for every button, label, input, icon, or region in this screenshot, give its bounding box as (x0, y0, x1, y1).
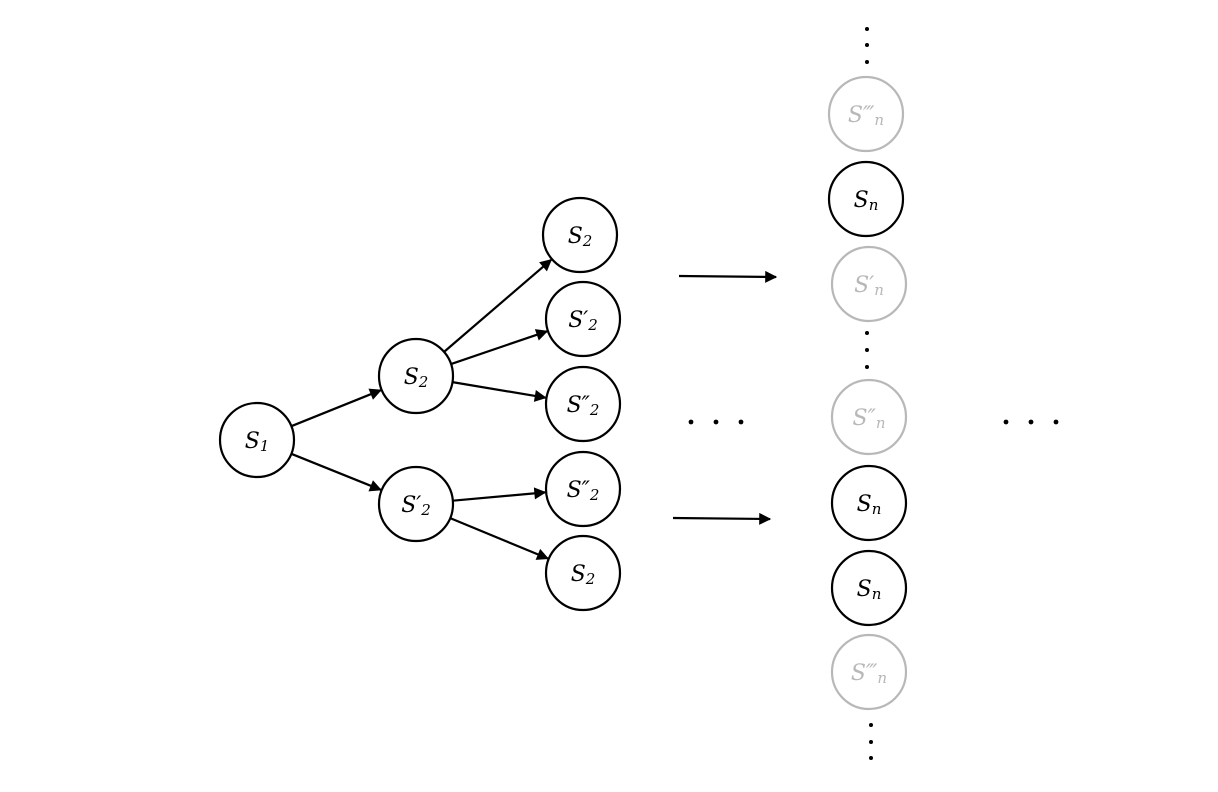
state-node-level1-0: S2 (377, 337, 455, 415)
node-label-base: S (857, 492, 872, 517)
state-node-level2-3: S″2 (544, 450, 622, 528)
node-label: Sn (857, 577, 882, 603)
node-label-subscript: n (874, 111, 884, 129)
node-circle (544, 534, 622, 612)
state-node-level2-2: S″2 (544, 365, 622, 443)
node-circle (377, 337, 455, 415)
state-node-leveln_top-2: S′n (830, 245, 908, 323)
node-label-base: S (245, 429, 260, 454)
state-node-leveln_top-1: Sn (827, 160, 905, 238)
edges (290, 258, 553, 560)
edge-arrow (449, 517, 549, 560)
node-circle (544, 450, 622, 528)
node-label-base: S′ (854, 273, 874, 298)
node-label-base: S (854, 188, 869, 213)
node-label: S′2 (401, 493, 431, 519)
node-label: S′2 (568, 308, 598, 334)
node-label: S2 (568, 224, 593, 250)
node-label: Sn (857, 492, 882, 518)
node-label: S″2 (567, 393, 600, 419)
node-label: S″2 (567, 478, 600, 504)
node-label-base: S‴ (848, 103, 875, 128)
ellipsis-vertical-mid (865, 331, 869, 369)
node-label-base: S′ (568, 308, 588, 333)
state-node-leveln_bottom-0: S″n (830, 378, 908, 456)
state-node-level2-1: S′2 (544, 280, 622, 358)
node-label-base: S (857, 577, 872, 602)
node-label-subscript: n (876, 414, 886, 432)
edge-arrow (290, 388, 382, 428)
state-node-level2-0: S2 (541, 196, 619, 274)
node-label-subscript: 2 (587, 316, 598, 334)
node-label: S2 (571, 562, 596, 588)
ellipsis-horizontal-right (1003, 419, 1059, 425)
node-circle (544, 365, 622, 443)
node-circle (830, 245, 908, 323)
edge-arrow (452, 381, 547, 402)
transition-arrow-top (678, 270, 778, 283)
node-label-subscript: 2 (585, 570, 596, 588)
node-label: S‴n (851, 661, 887, 687)
node-label-subscript: n (872, 585, 882, 603)
node-label: Sn (854, 188, 879, 214)
state-node-leveln_top-0: S‴n (827, 75, 905, 153)
state-node-leveln_bottom-2: Sn (830, 549, 908, 627)
node-label-base: S (568, 224, 583, 249)
node-circle (541, 196, 619, 274)
ellipsis-vertical-bottom (869, 723, 873, 760)
node-label-subscript: 2 (582, 232, 593, 250)
node-label-subscript: 1 (260, 437, 270, 455)
transition-arrow-bottom (672, 512, 772, 525)
node-label-subscript: 2 (420, 501, 431, 519)
node-label-base: S″ (853, 406, 877, 431)
node-circle (830, 549, 908, 627)
node-label-base: S (404, 365, 419, 390)
node-label-base: S″ (567, 478, 591, 503)
state-node-leveln_bottom-3: S‴n (830, 633, 908, 711)
node-label-base: S‴ (851, 661, 878, 686)
node-label-subscript: n (877, 669, 887, 687)
node-circle (377, 465, 455, 543)
state-node-level2-4: S2 (544, 534, 622, 612)
node-circle (218, 401, 296, 479)
edge-arrow (443, 258, 553, 353)
node-label: S′n (854, 273, 884, 299)
ellipsis-vertical-top (865, 27, 869, 64)
node-label-subscript: n (874, 281, 884, 299)
node-label: S″n (853, 406, 886, 432)
node-label-subscript: 2 (418, 373, 429, 391)
node-label: S1 (245, 429, 270, 455)
node-circle (827, 160, 905, 238)
node-circle (830, 633, 908, 711)
node-circle (544, 280, 622, 358)
node-label-subscript: n (872, 500, 882, 518)
ellipsis-horizontal-middle (688, 419, 744, 425)
node-label: S‴n (848, 103, 884, 129)
node-label-base: S′ (401, 493, 421, 518)
edge-arrow (290, 452, 382, 492)
node-circle (830, 378, 908, 456)
node-label-subscript: n (869, 196, 879, 214)
node-label-subscript: 2 (589, 486, 600, 504)
node-label-base: S (571, 562, 586, 587)
node-circle (830, 464, 908, 542)
edge-arrow (452, 487, 547, 502)
node-label-subscript: 2 (589, 401, 600, 419)
state-node-level1-1: S′2 (377, 465, 455, 543)
node-circle (827, 75, 905, 153)
state-node-root: S1 (218, 401, 296, 479)
state-node-leveln_bottom-1: Sn (830, 464, 908, 542)
edge-arrow (450, 329, 549, 366)
node-label: S2 (404, 365, 429, 391)
node-label-base: S″ (567, 393, 591, 418)
